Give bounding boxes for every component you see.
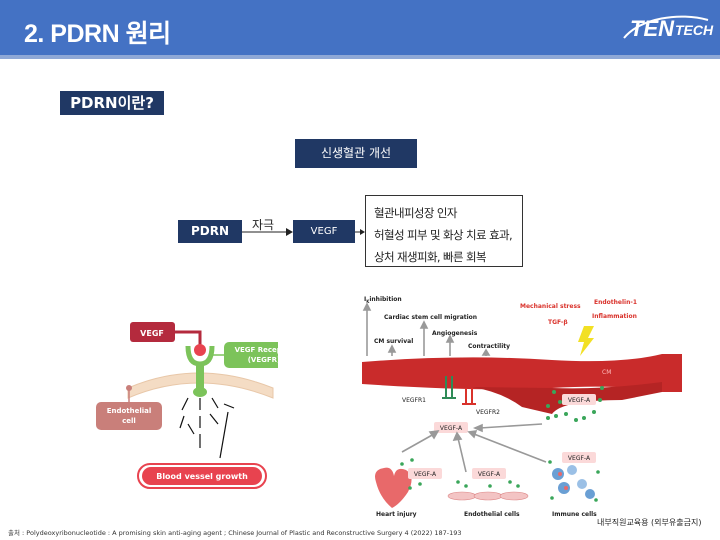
endothelial-cells-icon: [447, 491, 529, 501]
cell-membrane: [127, 372, 274, 399]
flow-arrow-icon: [242, 228, 293, 236]
effects-box: 혈관내피성장 인자 허혈성 피부 및 화상 치료 효과, 상처 재생피화, 빠른…: [365, 195, 523, 267]
header-divider: [0, 55, 720, 59]
growth-pill: [142, 467, 262, 485]
vegf-box: VEGF: [293, 220, 355, 243]
vegfa-endo-label: VEGF-A: [478, 471, 501, 478]
vegfa-heart-box: [408, 468, 442, 479]
page-title: 2. PDRN 원리: [24, 20, 171, 48]
vegf-ligand-icon: [194, 344, 206, 356]
endo-vegf-dots-icon: [456, 480, 520, 488]
cell-pointer-dot: [126, 385, 132, 391]
heart-vegf-dots-icon: [400, 458, 422, 490]
confidential-notice: 내부직원교육용 (외부유출금지): [597, 518, 702, 527]
vegfa-immune-label: VEGF-A: [568, 455, 591, 462]
logo-sub-text: TECH: [675, 22, 714, 38]
vegfr1-label: VEGFR1: [402, 397, 426, 404]
source-citation: 출처 : Polydeoxyribonucleotide : A promisi…: [8, 529, 462, 537]
immune-vegf-dots-icon: [548, 460, 600, 502]
ic-inhibition-label: IKinhibition: [364, 296, 402, 304]
tgf-beta-label: TGF-β: [548, 319, 568, 326]
vegfa-right-box: [562, 394, 596, 405]
mechanical-stress-label: Mechanical stress: [520, 303, 581, 310]
effect-item: 상처 재생피화, 빠른 회복: [374, 250, 487, 264]
cm-survival-label: CM survival: [374, 338, 413, 345]
effect-item: 혈관내피성장 인자: [374, 206, 458, 220]
receptor-label-line1: VEGF Receptor: [235, 346, 278, 354]
immune-cells-icon: [552, 465, 595, 499]
receptor-base: [193, 387, 207, 397]
receptor-label-box: [224, 342, 278, 368]
effect-item: 허혈성 피부 및 화상 치료 효과,: [374, 228, 513, 242]
section-label: PDRN이란?: [60, 91, 164, 115]
endothelial-cells-label: Endothelial cells: [464, 511, 520, 518]
signaling-arrows-icon: [179, 397, 235, 459]
vegfr2-icon: [462, 388, 476, 405]
immune-cells-label: Immune cells: [552, 511, 597, 518]
cm-label: CM: [602, 369, 611, 376]
receptor-stalk: [196, 364, 204, 390]
pdrn-box: PDRN: [178, 220, 242, 243]
vegfa-center-box: [434, 422, 468, 433]
inflammation-label: Inflammation: [592, 313, 637, 320]
logo-swoosh-icon: [623, 15, 709, 39]
vegf-stalk: [175, 330, 202, 346]
vegf-molecule-label: VEGF: [140, 329, 164, 338]
heart-icon: [375, 467, 412, 508]
vegfr1-icon: [442, 376, 456, 399]
contractility-label: Contractility: [468, 343, 510, 350]
endothelin-label: Endothelin-1: [594, 299, 637, 306]
effect-arrows-icon: [362, 302, 491, 356]
header-bar: [0, 0, 720, 55]
vegfa-right-label: VEGF-A: [568, 397, 591, 404]
heart-injury-label: Heart injury: [376, 511, 417, 518]
vegf-molecule-box: [130, 322, 175, 342]
endothelial-cell-box: [96, 402, 162, 430]
endothelial-cell-line1: Endothelial: [107, 407, 152, 415]
tentech-logo: TEN TECH: [620, 14, 714, 42]
logo-main-text: TEN: [630, 16, 674, 41]
sub-label: 신생혈관 개선: [295, 139, 417, 168]
cardiac-migration-label: Cardiac stem cell migration: [384, 314, 477, 321]
effects-arrow-icon: [355, 229, 365, 235]
vegfa-heart-label: VEGF-A: [414, 471, 437, 478]
vegfa-immune-box: [562, 452, 596, 463]
vegf-signaling-diagram: CM IKinhibition Cardiac stem cell migrat…: [362, 296, 682, 518]
vegfa-endo-box: [472, 468, 506, 479]
lightning-bolt-icon: [578, 326, 594, 356]
angiogenesis-label: Angiogenesis: [432, 330, 478, 337]
vegf-dots-icon: [546, 386, 604, 422]
growth-label: Blood vessel growth: [156, 472, 248, 481]
stimulus-label: 자극: [252, 218, 275, 232]
vegfa-center-label: VEGF-A: [440, 425, 463, 432]
feedback-arrows-icon: [401, 423, 547, 473]
vessel-upper: [362, 354, 682, 392]
vegfr2-label: VEGFR2: [476, 409, 500, 416]
endothelial-cell-line2: cell: [122, 417, 136, 425]
receptor-label-line2: (VEGFR): [248, 356, 278, 364]
vegf-receptor-diagram: VEGF VEGF Receptor (VEGFR) Endothelial c…: [96, 322, 278, 489]
